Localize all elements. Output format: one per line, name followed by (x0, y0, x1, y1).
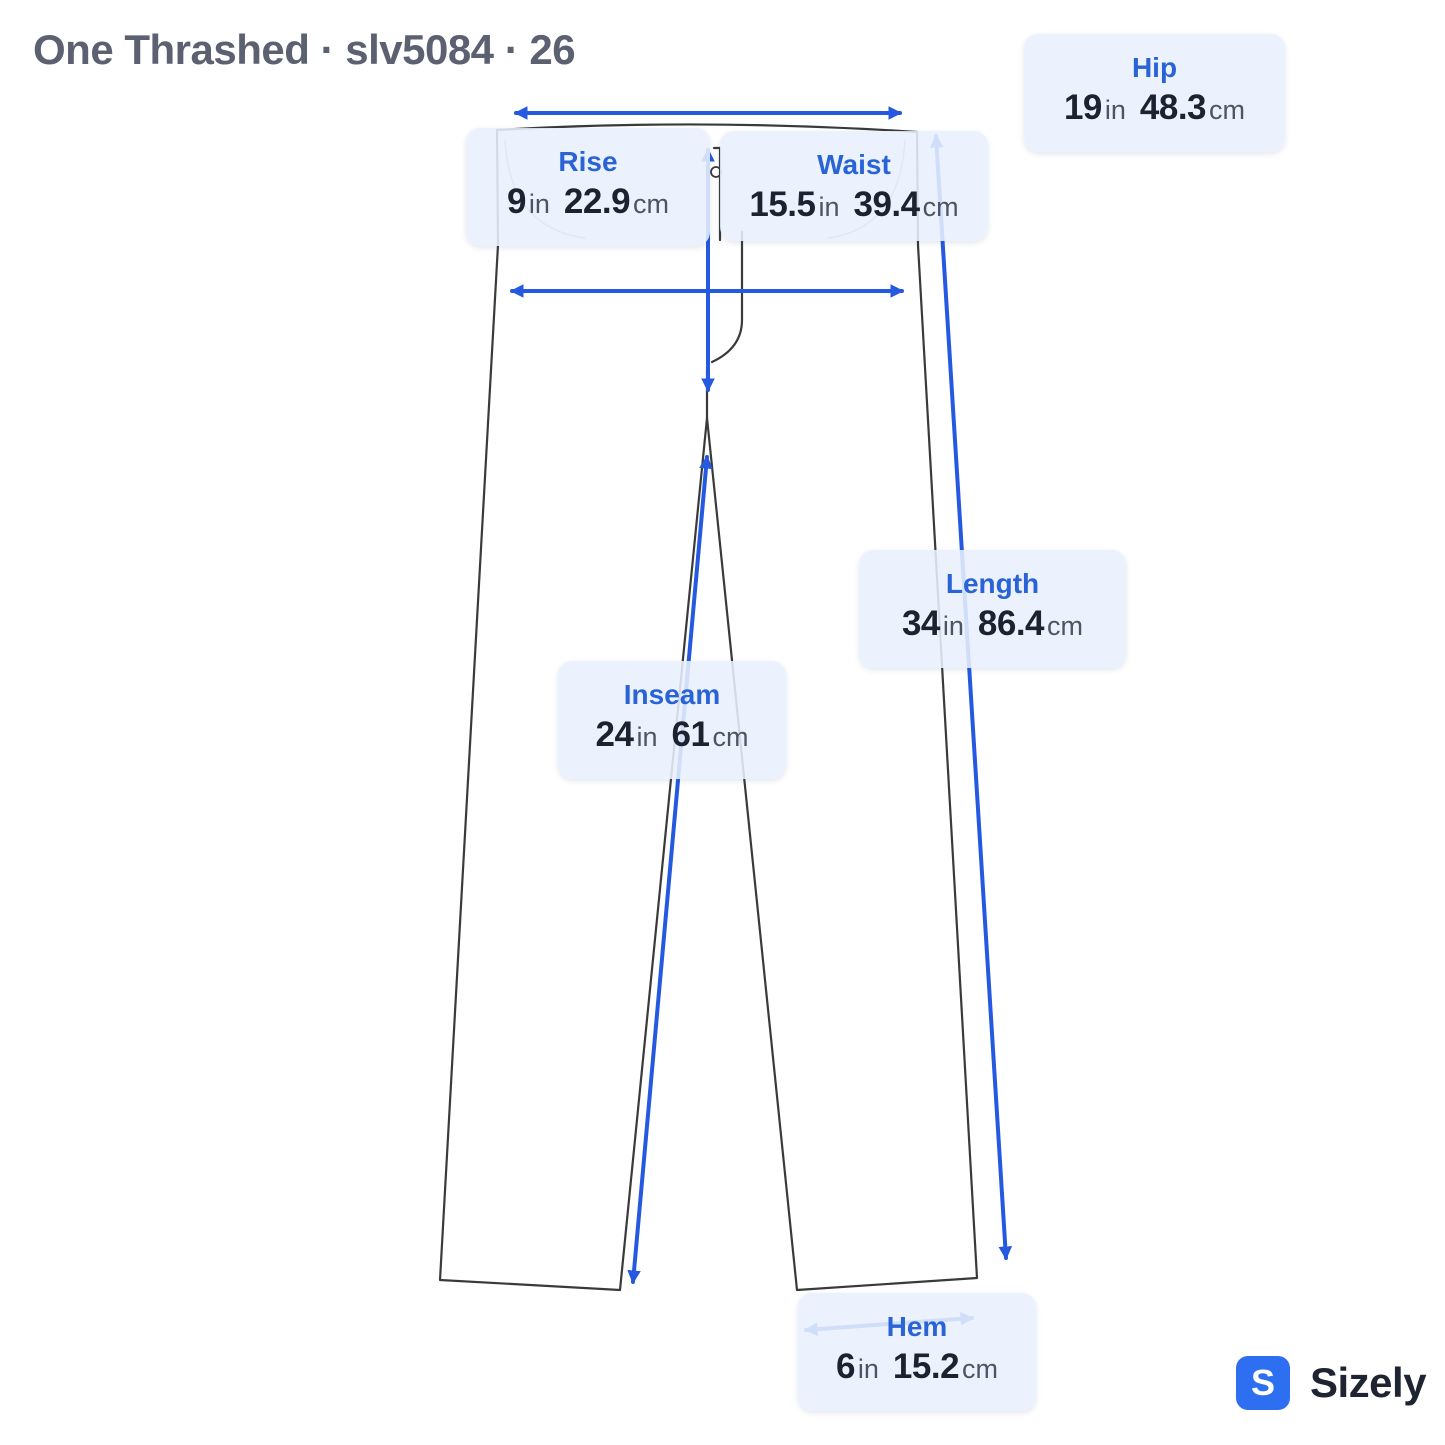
inseam-arrow (627, 454, 713, 1285)
unit-in: in (818, 192, 840, 222)
length-inches: 34 (901, 604, 940, 643)
unit-in: in (636, 722, 658, 752)
unit-cm: cm (1047, 611, 1084, 641)
page-title: One Thrashed · slv5084 · 26 (33, 26, 576, 73)
brand-logo: S Sizely (1236, 1356, 1427, 1410)
hem-label: Hem (886, 1311, 948, 1342)
inseam-inches: 24 (595, 715, 634, 754)
waist-cm: 39.4 (853, 185, 921, 224)
length-label: Length (945, 568, 1040, 599)
hem-cm: 15.2 (892, 1347, 960, 1386)
waist-label: Waist (817, 149, 891, 180)
rise-inches: 9 (506, 182, 526, 221)
length-arrow (929, 133, 1013, 1261)
hip-cm: 48.3 (1139, 88, 1207, 127)
hip-label: Hip (1131, 52, 1178, 83)
unit-in: in (857, 1354, 879, 1384)
unit-cm: cm (712, 722, 749, 752)
sizely-logo-icon: S (1236, 1356, 1290, 1410)
length-cm: 86.4 (977, 604, 1045, 643)
brand-name: Sizely (1310, 1359, 1427, 1406)
hip-inches: 19 (1063, 88, 1102, 127)
unit-in: in (528, 189, 550, 219)
waist-inches: 15.5 (749, 185, 816, 224)
inseam-cm: 61 (671, 715, 710, 754)
unit-in: in (1104, 95, 1126, 125)
unit-cm: cm (922, 192, 959, 222)
unit-cm: cm (633, 189, 670, 219)
unit-cm: cm (1209, 95, 1246, 125)
unit-in: in (942, 611, 964, 641)
inseam-label: Inseam (623, 679, 721, 710)
unit-cm: cm (962, 1354, 999, 1384)
hem-inches: 6 (835, 1347, 855, 1386)
rise-cm: 22.9 (563, 182, 631, 221)
rise-label: Rise (558, 146, 618, 177)
